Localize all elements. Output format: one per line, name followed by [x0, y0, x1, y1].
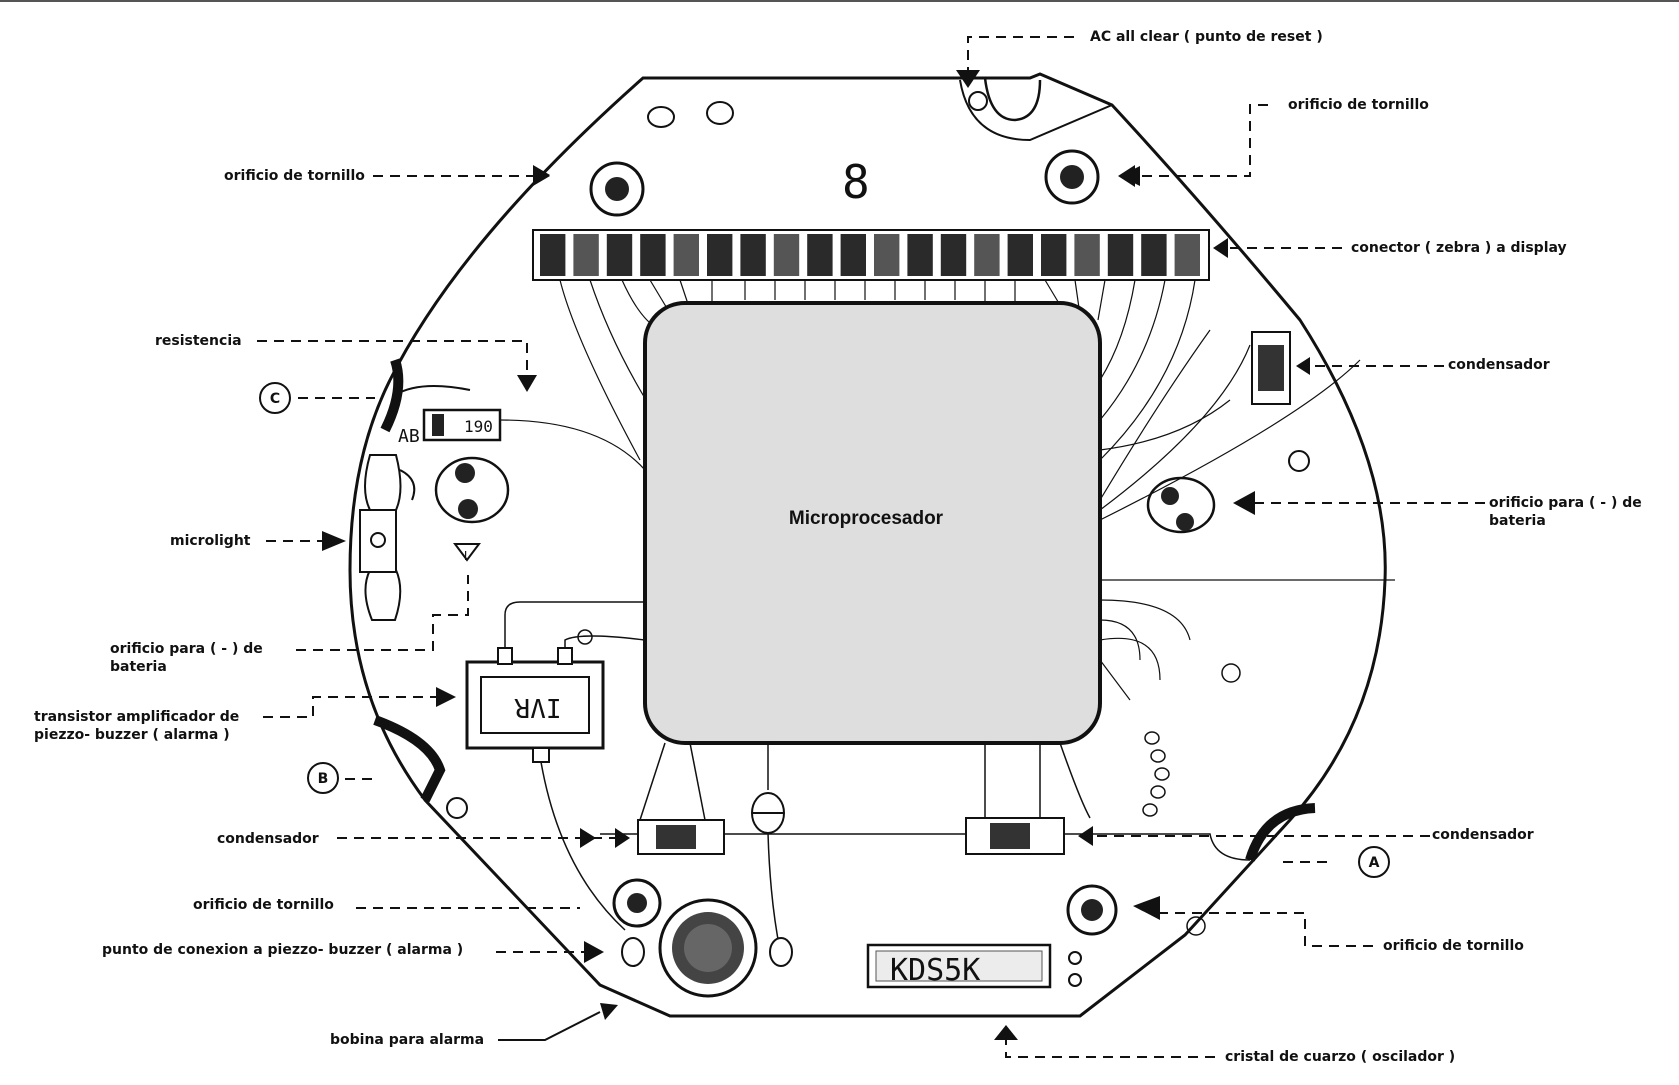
zebra-stripe [1174, 234, 1200, 276]
label-battery-neg-right: orificio para ( - ) de bateria [1489, 495, 1642, 529]
label-capacitor-right: condensador [1448, 357, 1550, 373]
battery-hole-left [434, 456, 510, 524]
label-battery-neg-left: orificio para ( - ) de bateria [110, 641, 263, 675]
screw-hole-bl [612, 878, 662, 928]
label-screw-hole-bottom-right: orificio de tornillo [1383, 938, 1524, 954]
zebra-stripe [974, 234, 1000, 276]
transistor-code: IVR [514, 692, 561, 722]
zebra-stripe [1141, 234, 1167, 276]
zebra-stripe [874, 234, 900, 276]
capacitor-bottom-left [637, 819, 725, 855]
marker-b: B [307, 762, 339, 794]
crystal-marking: KDS5K [890, 953, 980, 988]
label-resistor: resistencia [155, 333, 242, 349]
zebra-stripe [740, 234, 766, 276]
label-capacitor-bottom-right: condensador [1432, 827, 1534, 843]
capacitor-bottom-right [965, 817, 1065, 855]
label-transistor: transistor amplificador de piezzo- buzze… [34, 709, 240, 743]
screw-hole-br [1066, 884, 1118, 936]
resistor: 190 [394, 385, 502, 442]
zebra-stripe [707, 234, 733, 276]
piezo-coil [621, 898, 793, 998]
transistor: IVR [465, 601, 646, 931]
zebra-stripe [606, 234, 633, 276]
marker-a: A [1358, 846, 1390, 878]
label-crystal: cristal de cuarzo ( oscilador ) [1225, 1049, 1456, 1065]
zebra-stripe [907, 234, 933, 276]
label-screw-hole-top-left: orificio de tornillo [224, 168, 365, 184]
quartz-crystal: KDS5K [866, 943, 1082, 989]
zebra-stripe [1107, 234, 1134, 276]
svg-text:!: ! [462, 549, 469, 563]
label-coil: bobina para alarma [330, 1032, 485, 1048]
label-screw-hole-bottom-left: orificio de tornillo [193, 897, 334, 913]
zebra-stripe [807, 234, 833, 276]
label-piezo-point: punto de conexion a piezzo- buzzer ( ala… [102, 942, 464, 958]
label-microlight: microlight [170, 533, 251, 549]
zebra-stripe [673, 234, 699, 276]
marker-c: C [259, 382, 291, 414]
zebra-connector [532, 229, 1210, 281]
zebra-stripe [1041, 234, 1067, 276]
zebra-stripe [1007, 234, 1033, 276]
resistor-value: 190 [464, 417, 493, 436]
screw-hole-tl [589, 161, 645, 217]
microprocessor-chip [643, 301, 1102, 745]
capacitor-right [1251, 331, 1291, 405]
svg-text:B: B [318, 771, 329, 787]
zebra-stripe [540, 234, 566, 276]
zebra-stripe [940, 234, 967, 276]
digit-8-mark: 8 [842, 155, 870, 209]
label-ac-reset: AC all clear ( punto de reset ) [1090, 29, 1323, 45]
microlight-component [359, 454, 416, 621]
zebra-stripe [1074, 234, 1100, 276]
zebra-stripe [773, 234, 800, 276]
label-capacitor-bottom-left: condensador [217, 831, 319, 847]
screw-hole-tr [1044, 149, 1100, 205]
label-zebra-connector: conector ( zebra ) a display [1351, 240, 1567, 256]
chip-label: Microprocesador [789, 508, 944, 529]
svg-text:C: C [270, 391, 280, 407]
zebra-stripe [640, 234, 666, 276]
svg-text:A: A [1369, 855, 1380, 871]
label-screw-hole-top-right: orificio de tornillo [1288, 97, 1429, 113]
zebra-stripe [573, 234, 599, 276]
svg-text:AB: AB [398, 426, 420, 447]
zebra-stripe [840, 234, 866, 276]
battery-hole-right [1146, 476, 1216, 534]
